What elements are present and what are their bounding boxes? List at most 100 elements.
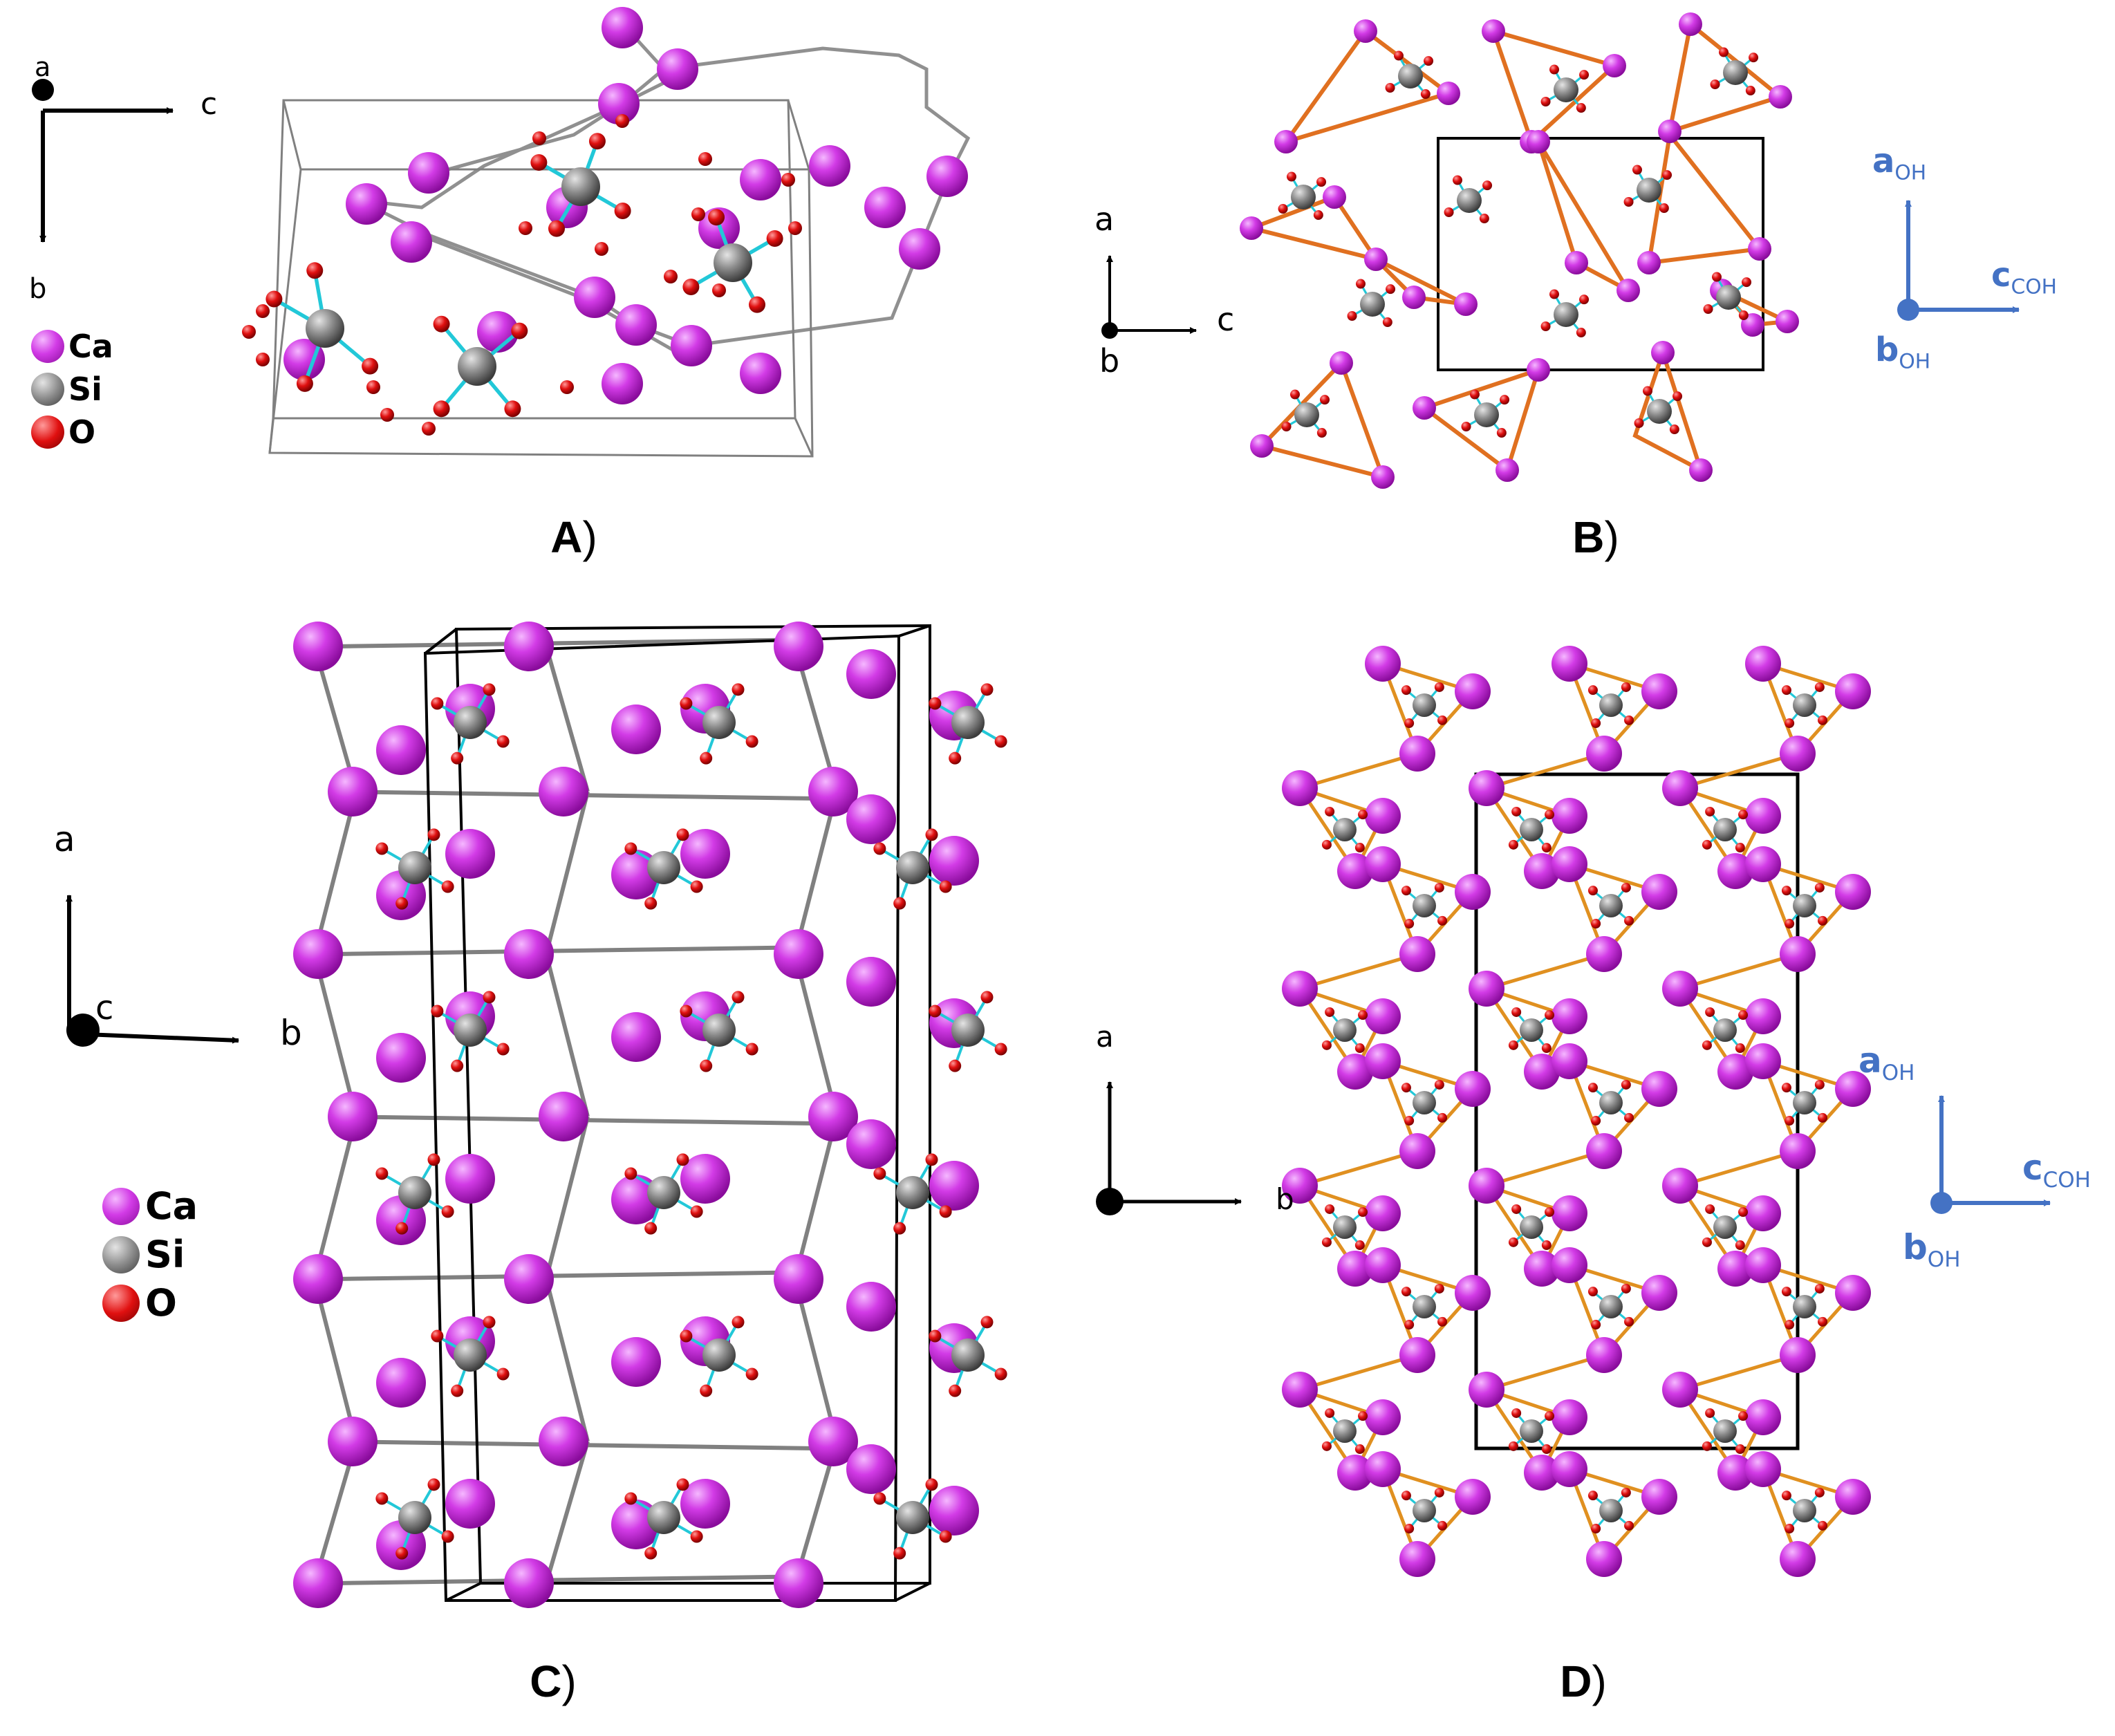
- o-atom: [296, 375, 313, 392]
- ca-atom: [1455, 1275, 1491, 1311]
- ca-atom: [1469, 971, 1504, 1007]
- ca-atom: [445, 1479, 495, 1529]
- ca-triangle: [1295, 985, 1386, 1075]
- ca-atom: [1658, 120, 1681, 143]
- ca-atom: [1399, 736, 1435, 772]
- ca-atom: [1637, 251, 1661, 274]
- o-atom: [690, 880, 703, 893]
- ca-atom: [1745, 998, 1781, 1034]
- o-atom: [994, 735, 1007, 748]
- o-atom: [1394, 50, 1404, 61]
- ca-atom: [1552, 1195, 1587, 1231]
- o-atom: [1549, 64, 1559, 75]
- o-atom: [1453, 175, 1462, 185]
- o-atom: [431, 1005, 444, 1018]
- oh-axes-bottom: [1930, 1095, 2051, 1214]
- ca-atom: [1616, 279, 1640, 302]
- o-atom: [700, 1059, 713, 1072]
- si-atom: [951, 1014, 985, 1047]
- ca-atom: [774, 929, 823, 979]
- o-atom: [745, 1368, 758, 1381]
- ca-atom: [1780, 1541, 1816, 1577]
- o-atom: [873, 1492, 886, 1505]
- o-atom: [1325, 1408, 1335, 1418]
- o-atom: [1541, 843, 1552, 853]
- ca-atom: [846, 957, 896, 1007]
- ca-atom: [1641, 673, 1677, 709]
- o-atom: [624, 1492, 637, 1505]
- network-line: [313, 1116, 358, 1280]
- ca-atom: [926, 156, 968, 197]
- ca-atom: [1365, 1043, 1401, 1079]
- si-atom: [896, 851, 929, 884]
- si-atom: [1413, 693, 1436, 717]
- ca-atom: [846, 1119, 896, 1169]
- si-atom: [1793, 1295, 1816, 1318]
- si-atom: [1291, 185, 1316, 209]
- si-atom: [398, 851, 431, 884]
- o-atom: [994, 1368, 1007, 1381]
- o-atom: [530, 154, 548, 171]
- o-atom: [732, 991, 745, 1004]
- ca-bond: [1299, 952, 1418, 991]
- o-atom: [1624, 715, 1634, 725]
- si-atom: [1599, 894, 1623, 917]
- o-atom: [1354, 1444, 1365, 1455]
- ca-atom: [1524, 853, 1560, 889]
- o-atom: [242, 325, 256, 339]
- panel-label-a: A): [550, 512, 597, 562]
- o-atom: [1356, 279, 1366, 289]
- o-atom: [1545, 1010, 1555, 1020]
- ca-atom: [504, 622, 554, 671]
- o-atom: [745, 1043, 758, 1056]
- o-atom: [766, 230, 783, 247]
- network-line: [544, 646, 590, 792]
- o-atom: [1738, 1010, 1749, 1020]
- o-atom: [1735, 1043, 1745, 1054]
- ca-bond: [1299, 1149, 1418, 1188]
- ca-atom: [1524, 1455, 1560, 1491]
- ca-atom: [1717, 1251, 1753, 1287]
- o-atom: [451, 1384, 464, 1397]
- ca-atom: [1337, 1251, 1373, 1287]
- network-line: [313, 791, 358, 955]
- o-atom: [1316, 177, 1327, 187]
- ca-atom: [1454, 292, 1478, 316]
- si-atom: [1716, 285, 1741, 310]
- ca-swatch: [102, 1188, 140, 1225]
- ca-atom: [1717, 1455, 1753, 1491]
- o-atom: [732, 683, 745, 696]
- ca-atom: [1780, 1337, 1816, 1373]
- si-atom: [454, 1014, 487, 1047]
- si-atom: [1398, 64, 1423, 88]
- o-atom: [1669, 424, 1679, 435]
- o-atom: [1735, 1444, 1745, 1455]
- ca-atom: [1552, 846, 1587, 882]
- o-atom: [1278, 204, 1288, 214]
- ca-atom: [328, 1092, 378, 1141]
- o-atom: [788, 221, 802, 235]
- o-atom: [1702, 1040, 1712, 1050]
- o-atom: [1316, 428, 1327, 438]
- o-atom: [1621, 1487, 1631, 1497]
- o-atom: [1541, 1043, 1552, 1054]
- si-atom: [647, 1501, 680, 1534]
- o-atom: [395, 1547, 409, 1560]
- o-atom: [1785, 1524, 1795, 1534]
- o-atom: [1814, 882, 1825, 893]
- o-atom: [1325, 806, 1335, 816]
- ca-triangle: [1482, 1386, 1572, 1476]
- o-atom: [431, 697, 444, 710]
- o-atom: [1719, 47, 1729, 57]
- ca-atom: [846, 1444, 896, 1494]
- ca-ca-bonds-d: [1295, 661, 1856, 1562]
- o-atom: [1549, 289, 1559, 299]
- o-atom: [939, 1530, 952, 1543]
- si-atom: [454, 1338, 487, 1372]
- o-atom: [366, 380, 380, 394]
- ca-atom: [1603, 54, 1626, 77]
- o-atom: [483, 683, 496, 696]
- ca-atom: [445, 829, 495, 879]
- ca-atom: [864, 187, 906, 228]
- ca-ca-bonds-b: [1244, 20, 1796, 480]
